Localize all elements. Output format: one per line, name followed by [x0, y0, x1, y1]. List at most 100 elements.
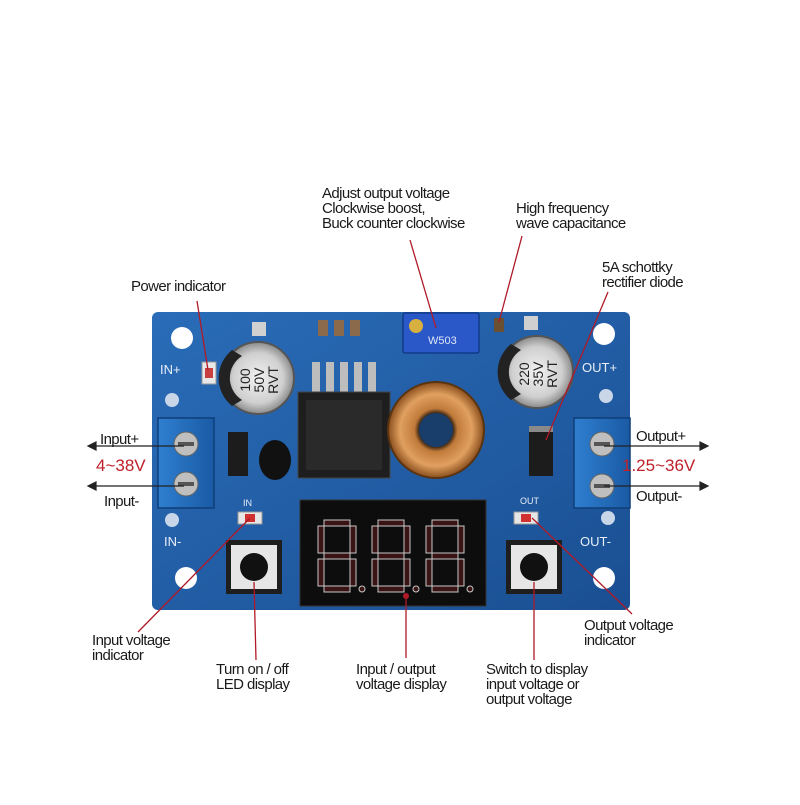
mount-hole: [175, 567, 197, 589]
label-line: rectifier diode: [602, 274, 684, 291]
arrowhead: [699, 441, 710, 451]
solder-pad: [599, 389, 613, 403]
silk-in-minus: IN-: [164, 534, 181, 549]
cap-right-line2: 35V: [530, 361, 546, 387]
solder-pad: [165, 513, 179, 527]
label-line: output voltage: [486, 691, 572, 708]
display-segment: [431, 552, 459, 560]
ic-pin: [340, 362, 348, 394]
label-line: wave capacitance: [516, 215, 626, 232]
label-line: input voltage or: [486, 676, 580, 693]
screw-slot: [594, 442, 610, 446]
label-line: indicator: [584, 632, 636, 649]
display-digits: [317, 519, 474, 593]
display-segment: [431, 519, 459, 527]
label-led-toggle: Turn on / off LED display: [216, 662, 290, 693]
leader-schottky: [545, 291, 609, 441]
smd-cap: [350, 320, 360, 336]
label-input-indicator: Input voltage indicator: [92, 633, 171, 664]
display-segment: [371, 558, 379, 587]
solder-pad: [165, 393, 179, 407]
diode-band: [529, 426, 553, 432]
label-input-plus: Input+: [100, 431, 139, 448]
transistor: [259, 440, 291, 480]
label-io-display: Input / output voltage display: [356, 662, 447, 693]
label-input-range: 4~38V: [96, 456, 146, 475]
potentiometer: [402, 312, 480, 354]
display-segment: [457, 525, 465, 554]
mount-hole: [171, 327, 193, 349]
display-segment: [317, 558, 325, 587]
label-line: Buck counter clockwise: [322, 215, 465, 232]
pot-screw: [409, 319, 423, 333]
label-switch-display: Switch to display input voltage or outpu…: [486, 662, 588, 707]
cap-lead: [524, 316, 538, 330]
display-segment: [425, 558, 433, 587]
smd-cap: [334, 320, 344, 336]
label-line: 5A schottky: [602, 259, 673, 276]
silk-in-plus: IN+: [160, 362, 181, 377]
ic-pin: [368, 362, 376, 394]
arrowhead: [86, 441, 97, 451]
display-segment: [403, 525, 411, 554]
toroid-hole: [419, 413, 453, 447]
display-segment: [425, 525, 433, 554]
display-decimal-point: [358, 585, 366, 593]
cap-right-line3: RVT: [544, 360, 560, 388]
display-segment: [349, 558, 357, 587]
leader-led-toggle: [253, 581, 257, 661]
mount-hole: [593, 567, 615, 589]
label-line: indicator: [92, 647, 144, 664]
display-segment: [323, 519, 351, 527]
display-decimal-point: [466, 585, 474, 593]
display-segment: [349, 525, 357, 554]
display-segment: [457, 558, 465, 587]
io-arrows: [86, 441, 710, 491]
label-line: Adjust output voltage: [322, 185, 450, 202]
smd-diode: [228, 432, 248, 476]
display-decimal-point: [412, 585, 420, 593]
display-segment: [431, 585, 459, 593]
ic-pin: [312, 362, 320, 394]
label-line: High frequency: [516, 200, 609, 217]
leader-adjust: [409, 239, 437, 329]
button-cap[interactable]: [240, 553, 268, 581]
screw-slot: [178, 442, 194, 446]
display-segment: [377, 519, 405, 527]
arrowhead: [86, 481, 97, 491]
cap-band: [497, 344, 521, 400]
display-segment: [317, 525, 325, 554]
leader-high-freq: [498, 235, 523, 323]
button-cap[interactable]: [520, 553, 548, 581]
display-segment: [371, 525, 379, 554]
label-line: Clockwise boost,: [322, 200, 426, 217]
cap-band: [218, 350, 242, 406]
screw-slot: [178, 482, 194, 486]
silk-out-plus: OUT+: [582, 360, 617, 375]
display-segment: [403, 558, 411, 587]
power-led-lens: [205, 368, 213, 378]
label-output-range: 1.25~36V: [622, 456, 696, 475]
smd-cap-hf: [494, 318, 504, 332]
arrowhead: [699, 481, 710, 491]
leader-lines: [137, 235, 633, 661]
silk-out-small: OUT: [520, 496, 540, 506]
pot-mark: W503: [428, 335, 457, 347]
screw-slot: [594, 484, 610, 488]
display-segment: [377, 552, 405, 560]
label-line: LED display: [216, 676, 290, 693]
label-line: voltage display: [356, 676, 447, 693]
label-adjust-voltage: Adjust output voltage Clockwise boost, B…: [322, 186, 465, 231]
label-line: Output voltage: [584, 617, 674, 634]
leader-dot: [403, 593, 409, 599]
cap-left-line1: 100: [237, 368, 253, 392]
display-segment: [377, 585, 405, 593]
label-schottky: 5A schottky rectifier diode: [602, 259, 684, 291]
leader-input-ind: [137, 517, 251, 633]
label-high-frequency: High frequency wave capacitance: [516, 201, 626, 231]
cap-lead: [252, 322, 266, 336]
label-input-minus: Input-: [104, 493, 139, 510]
label-line: Switch to display: [486, 661, 588, 678]
